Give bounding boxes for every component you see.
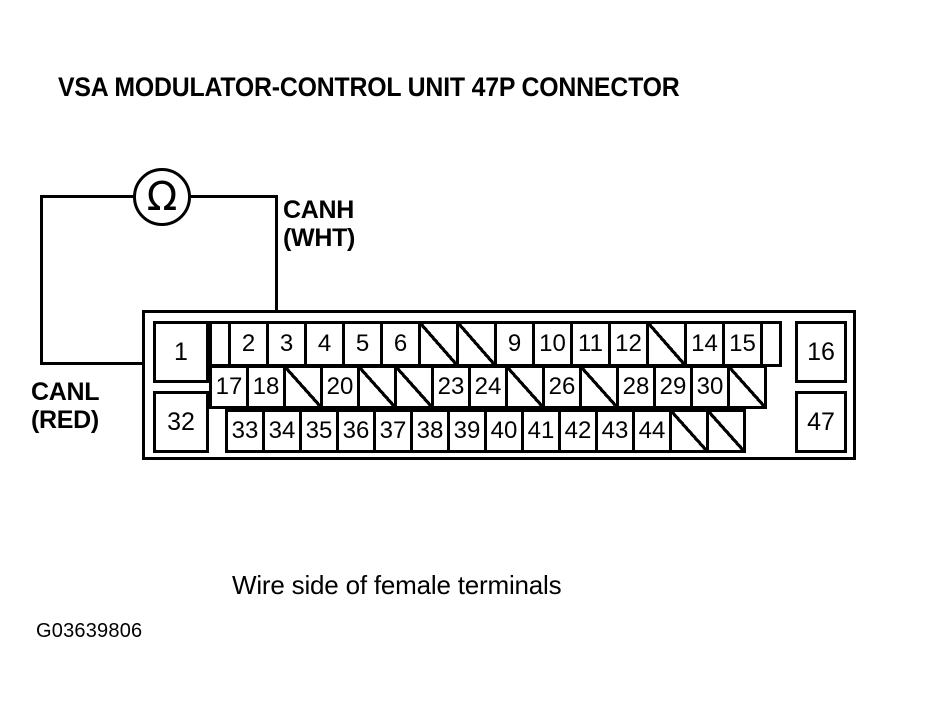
pin-cell-unused: [456, 321, 497, 367]
pin-row-bottom: 33 34 35 36 37 38 39 40 41 42 43 44: [225, 409, 746, 453]
canh-lead-vertical: [275, 195, 278, 313]
pin-cell-43: 43: [595, 409, 635, 453]
pin-cell-unused: [418, 321, 459, 367]
pin-cell-32: 32: [153, 391, 209, 453]
pin-cell-30: 30: [690, 365, 730, 409]
pin-cell-unused: [706, 409, 746, 453]
pin-cell-28: 28: [616, 365, 656, 409]
pin-cell-4: 4: [304, 321, 345, 367]
pin-number: 9: [507, 330, 522, 357]
pin-number: 44: [638, 417, 666, 444]
pin-number: 26: [548, 373, 576, 400]
pin-cell-42: 42: [558, 409, 598, 453]
pin-cell-16: 16: [795, 321, 847, 383]
pin-cell-38: 38: [410, 409, 450, 453]
pin-number: 43: [601, 417, 629, 444]
pin-number: 18: [252, 373, 280, 400]
pin-cell-34: 34: [262, 409, 302, 453]
pin-cell-35: 35: [299, 409, 339, 453]
pin-cell-blank: [760, 321, 782, 367]
ohm-symbol: Ω: [146, 174, 178, 220]
pin-cell-9: 9: [494, 321, 535, 367]
pin-number: 20: [326, 373, 354, 400]
pin-cell-unused: [505, 365, 545, 409]
pin-number: 28: [622, 373, 650, 400]
pin-cell-unused: [357, 365, 397, 409]
pin-number: 2: [241, 330, 256, 357]
pin-number: 23: [437, 373, 465, 400]
pin-cell-36: 36: [336, 409, 376, 453]
pin-cell-33: 33: [225, 409, 265, 453]
pin-cell-unused: [646, 321, 687, 367]
pin-number: 10: [539, 330, 566, 357]
pin-cell-39: 39: [447, 409, 487, 453]
pin-cell-10: 10: [532, 321, 573, 367]
pin-number: 24: [474, 373, 502, 400]
pin-number: 15: [729, 330, 756, 357]
pin-number: 6: [393, 330, 408, 357]
pin-number: 17: [215, 373, 243, 400]
pin-cell-40: 40: [484, 409, 524, 453]
pin-number: 29: [659, 373, 687, 400]
pin-cell-unused: [394, 365, 434, 409]
pin-cell-24: 24: [468, 365, 508, 409]
pin-cell-1: 1: [153, 321, 209, 383]
pin-number: 39: [453, 417, 481, 444]
pin-cell-47: 47: [795, 391, 847, 453]
meter-lead-left-horizontal: [40, 195, 138, 198]
pin-number: 4: [317, 330, 332, 357]
pin-cell-14: 14: [684, 321, 725, 367]
pin-cell-2: 2: [228, 321, 269, 367]
pin-cell-3: 3: [266, 321, 307, 367]
pin-number: 30: [696, 373, 724, 400]
pin-number: 5: [355, 330, 370, 357]
pin-cell-15: 15: [722, 321, 763, 367]
canl-lead-horizontal: [40, 362, 152, 365]
canh-wire-label: CANH (WHT): [283, 196, 356, 252]
pin-cell-18: 18: [246, 365, 286, 409]
pin-number: 11: [578, 330, 603, 357]
pin-cell-5: 5: [342, 321, 383, 367]
pin-number: 41: [527, 417, 555, 444]
pin-cell-17: 17: [209, 365, 249, 409]
pin-cell-unused: [283, 365, 323, 409]
pin-number: 14: [691, 330, 718, 357]
pin-number: 38: [416, 417, 444, 444]
pin-cell-29: 29: [653, 365, 693, 409]
pin-row-middle: 17 18 20 23 24 26 28 29 30: [209, 365, 767, 409]
pin-number: 40: [490, 417, 518, 444]
pin-number: 36: [342, 417, 370, 444]
pin-number: 35: [305, 417, 333, 444]
pin-number: 3: [279, 330, 294, 357]
pin-cell-unused: [579, 365, 619, 409]
pin-number: 34: [268, 417, 296, 444]
pin-cell-unused: [727, 365, 767, 409]
pin-cell-unused: [669, 409, 709, 453]
page-title: VSA MODULATOR-CONTROL UNIT 47P CONNECTOR: [58, 72, 680, 102]
canl-lead-vertical: [40, 195, 43, 365]
pin-cell-44: 44: [632, 409, 672, 453]
pin-cell-11: 11: [570, 321, 611, 367]
pin-number: 37: [379, 417, 407, 444]
pin-number: 42: [564, 417, 592, 444]
figure-code: G03639806: [36, 620, 143, 642]
pin-cell-6: 6: [380, 321, 421, 367]
pin-number: 12: [615, 330, 642, 357]
meter-lead-right-horizontal: [186, 195, 278, 198]
canl-wire-label: CANL (RED): [31, 378, 100, 434]
figure-caption: Wire side of female terminals: [232, 570, 562, 600]
pin-cell-41: 41: [521, 409, 561, 453]
pin-cell-23: 23: [431, 365, 471, 409]
pin-cell-20: 20: [320, 365, 360, 409]
pin-cell-37: 37: [373, 409, 413, 453]
ohmmeter-icon: Ω: [133, 168, 191, 226]
pin-cell-12: 12: [608, 321, 649, 367]
pin-cell-26: 26: [542, 365, 582, 409]
pin-number: 33: [231, 417, 259, 444]
